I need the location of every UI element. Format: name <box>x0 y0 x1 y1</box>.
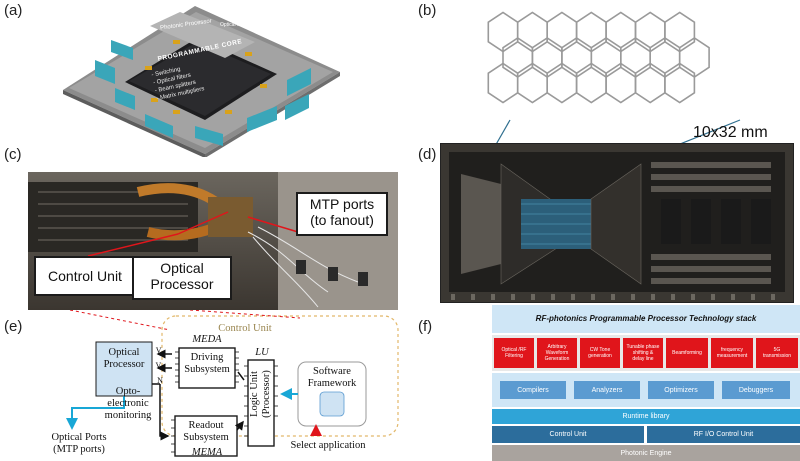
v1-label: V₁ <box>155 346 165 355</box>
die-dimension: 10x32 mm <box>693 124 768 141</box>
control-unit-layer: Control Unit <box>492 426 644 443</box>
opto-monitoring-label: Opto- electronic monitoring <box>104 386 152 421</box>
tool-box: Debuggers <box>722 381 790 399</box>
mesh-cell <box>546 62 578 104</box>
block-diagram <box>66 310 399 457</box>
mesh-cell <box>634 11 666 53</box>
stack-title: RF-photonics Programmable Processor Tech… <box>492 305 800 333</box>
mesh-cell <box>649 37 681 78</box>
mema-label: MEMA <box>191 447 223 458</box>
logic-unit-block: Logic Unit (Processor) <box>249 370 272 418</box>
hexagonal-mesh-diagram <box>487 11 710 104</box>
mesh-cell <box>502 37 534 78</box>
optical-processor-callout: Optical Processor <box>132 256 232 300</box>
mesh-cell <box>664 62 696 104</box>
panel-label-d: (d) <box>418 146 437 163</box>
mesh-cell <box>516 62 549 104</box>
tool-box: Optimizers <box>648 381 714 399</box>
panel-label-c: (c) <box>4 146 22 163</box>
mesh-cell <box>590 37 622 78</box>
software-framework-block: Software Framework <box>307 366 357 389</box>
die-photo <box>440 143 794 303</box>
runtime-library: Runtime library <box>492 409 800 424</box>
panel-label-b: (b) <box>418 2 437 19</box>
mesh-cell <box>487 62 519 104</box>
mesh-cell <box>678 37 710 78</box>
mtp-ports-callout: MTP ports (to fanout) <box>296 192 388 236</box>
application-cell: 5G transmission <box>756 338 798 368</box>
mesh-cell <box>516 11 549 53</box>
optical-ports-label: Optical Ports (MTP ports) <box>51 432 107 455</box>
meda-label: MEDA <box>192 334 222 345</box>
control-unit-callout: Control Unit <box>34 256 136 296</box>
lab-photo: MTP ports (to fanout) Control Unit Optic… <box>28 172 398 310</box>
mesh-cell <box>531 37 563 78</box>
optical-processor-block: Optical Processor <box>103 347 145 370</box>
tool-box: Compilers <box>500 381 566 399</box>
panel-label-e: (e) <box>4 318 23 335</box>
mesh-cell <box>575 11 607 53</box>
chip-illustration <box>63 6 340 158</box>
driving-subsystem-block: Driving Subsystem <box>184 352 230 375</box>
application-cell: frequency measurement <box>711 338 753 368</box>
mesh-cell <box>620 37 651 78</box>
application-cell: Beamforming <box>666 338 708 368</box>
n-label: N <box>157 376 163 385</box>
optical-io-label: Optical I/O <box>220 22 244 28</box>
mesh-cell <box>487 11 519 53</box>
technology-stack: RF-photonics Programmable Processor Tech… <box>492 305 800 461</box>
rf-control-unit-layer: RF I/O Control Unit <box>647 426 800 443</box>
application-cell: CW Tone generation <box>580 338 620 368</box>
application-row: Optical /RF Filtering Arbitrary Waveform… <box>492 335 800 371</box>
chip-render: Photonic Processor Optical I/O PROGRAMMA… <box>55 2 345 158</box>
application-cell: Tunable phase shifting & delay line <box>623 338 663 368</box>
vn-label: Vₙ <box>155 361 165 370</box>
mesh-cell <box>605 62 637 104</box>
application-cell: Optical /RF Filtering <box>494 338 534 368</box>
mesh-cell <box>605 11 637 53</box>
tools-band: Compilers Analyzers Optimizers Debuggers <box>492 373 800 407</box>
mesh-cell <box>546 11 578 53</box>
application-cell: Arbitrary Waveform Generation <box>537 338 577 368</box>
mesh-cell <box>575 62 607 104</box>
die-illustration <box>441 144 793 302</box>
mesh-cell <box>634 62 666 104</box>
mesh-cell <box>561 37 593 78</box>
panel-label-f: (f) <box>418 318 433 335</box>
panel-label-a: (a) <box>4 2 23 19</box>
tool-box: Analyzers <box>574 381 640 399</box>
control-unit-title: Control Unit <box>218 323 272 334</box>
mesh-cell <box>664 11 696 53</box>
photonic-engine-layer: Photonic Engine <box>492 445 800 461</box>
readout-subsystem-block: Readout Subsystem <box>183 420 229 443</box>
lu-label: LU <box>255 347 269 358</box>
select-application-label: Select application <box>290 440 366 451</box>
